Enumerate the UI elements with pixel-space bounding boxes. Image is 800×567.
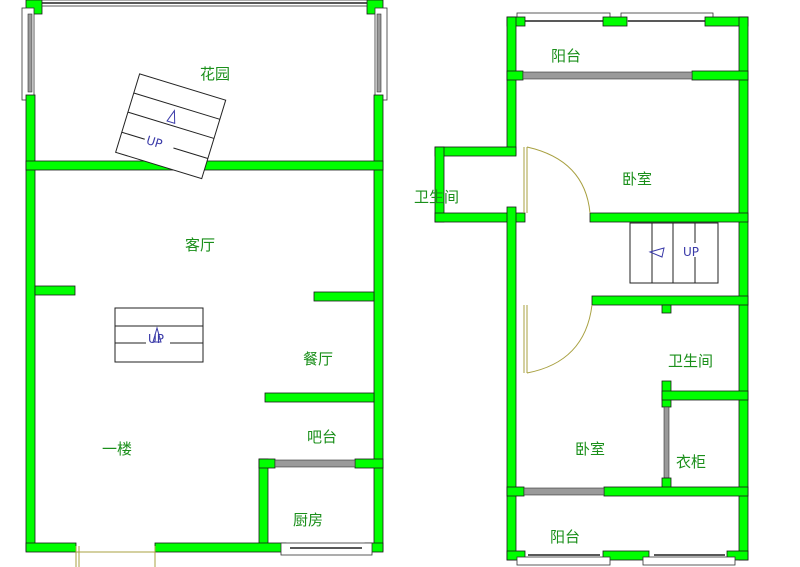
room-label-balcony-top: 阳台	[551, 47, 581, 65]
wall	[661, 390, 749, 401]
wall	[602, 16, 628, 27]
wall	[661, 304, 672, 314]
room-label-bedroom-bottom: 卧室	[575, 440, 605, 458]
room-label-bathroom-left: 卫生间	[414, 188, 459, 206]
room-label-wardrobe: 衣柜	[676, 453, 706, 471]
living-stair: UP	[114, 307, 204, 363]
room-label-bathroom-right: 卫生间	[668, 352, 713, 370]
garden-left-window	[21, 7, 35, 101]
stair-up-label: UP	[683, 245, 699, 259]
entrance-door	[75, 546, 156, 567]
stair-arrow-icon	[152, 326, 162, 343]
wall	[506, 206, 517, 561]
wall	[738, 16, 749, 561]
garden-stair: UP	[115, 73, 227, 180]
stair-up-label: UP	[148, 332, 164, 346]
room-label-living-room: 客厅	[185, 236, 215, 254]
garden-right-window	[374, 7, 388, 101]
wardrobe-door	[663, 406, 670, 479]
wall	[25, 542, 77, 553]
balcony-door-window	[522, 71, 693, 80]
wall	[506, 16, 517, 156]
room-label-dining-room: 餐厅	[303, 350, 333, 368]
room-label-kitchen: 厨房	[293, 511, 323, 529]
wall	[589, 212, 749, 223]
floor1-plan: UP UP 花园 客厅 餐厅 吧台 一楼 厨房	[21, 0, 388, 567]
room-label-garden: 花园	[200, 65, 230, 83]
wall	[506, 550, 526, 561]
wall	[726, 550, 749, 561]
balcony-bottom-window	[516, 554, 736, 566]
bedroom-balcony-window	[523, 487, 605, 496]
room-label-bar: 吧台	[307, 428, 337, 446]
wall	[264, 392, 375, 403]
wall	[434, 212, 526, 223]
wall	[434, 146, 517, 157]
wall	[258, 458, 269, 552]
floor-label: 一楼	[102, 440, 132, 458]
wall	[34, 285, 76, 296]
wall	[506, 70, 524, 81]
wall	[434, 146, 445, 223]
upper-stair: UP	[629, 222, 719, 284]
kitchen-window	[274, 459, 356, 468]
wall	[258, 458, 276, 469]
floor2-plan: UP 阳台 卫生间 卧室 卫生间 卧室 衣柜 阳台	[414, 12, 749, 566]
garden-top-window	[25, 0, 384, 15]
room-label-balcony-bottom: 阳台	[550, 528, 580, 546]
wall	[691, 70, 749, 81]
wall	[591, 295, 749, 306]
bedroom-top-door	[523, 146, 591, 214]
wall	[603, 486, 749, 497]
wall	[354, 458, 384, 469]
kitchen-bottom-window	[280, 542, 373, 556]
room-label-bedroom-top: 卧室	[622, 170, 652, 188]
wall	[313, 291, 375, 302]
wall	[506, 486, 525, 497]
stair-arrow-icon	[648, 247, 665, 258]
bedroom-bottom-door	[523, 304, 593, 374]
stair-up-label: UP	[145, 133, 164, 151]
wall	[602, 550, 650, 561]
stair-arrow-icon	[166, 109, 176, 124]
wall	[154, 542, 287, 553]
